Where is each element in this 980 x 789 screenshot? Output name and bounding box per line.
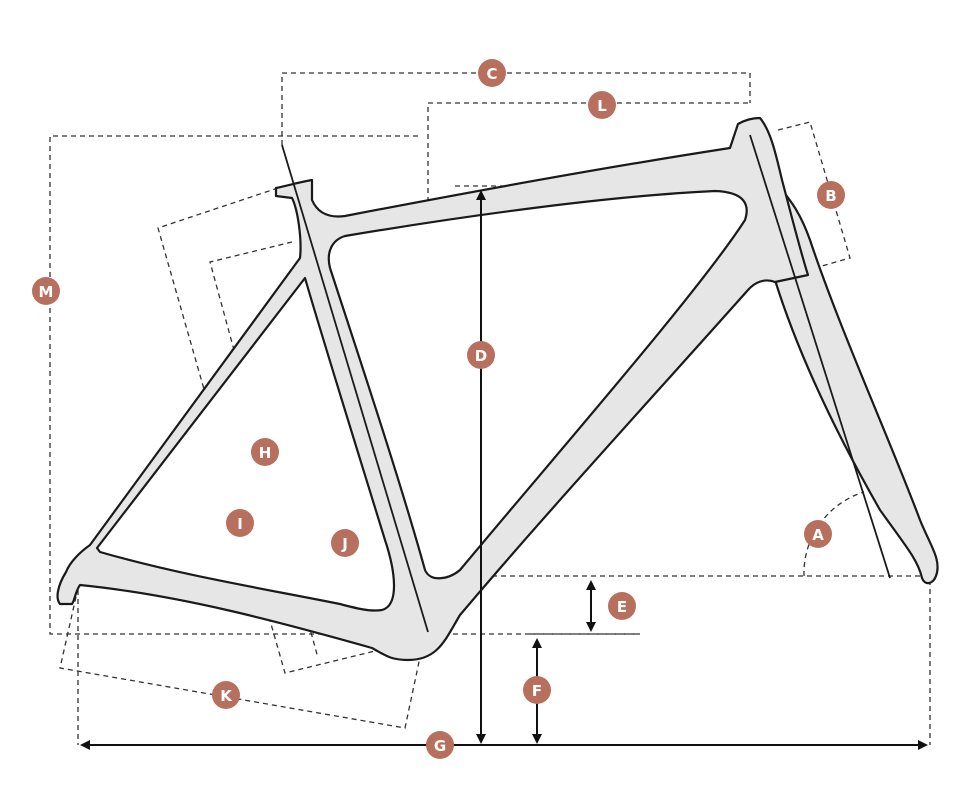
badge-f: F — [523, 676, 551, 704]
badge-k: K — [212, 681, 240, 709]
svg-text:L: L — [597, 97, 607, 115]
badge-l: L — [588, 91, 616, 119]
dim-l-line — [427, 102, 750, 580]
badge-i: I — [226, 509, 254, 537]
badge-b: B — [817, 181, 845, 209]
svg-text:F: F — [532, 682, 542, 700]
badge-a: A — [804, 520, 832, 548]
dim-h-line — [157, 187, 421, 674]
badge-h: H — [251, 438, 279, 466]
svg-text:E: E — [617, 598, 627, 616]
svg-text:A: A — [812, 526, 824, 544]
badge-c: C — [478, 59, 506, 87]
bike-frame — [56, 116, 939, 662]
label-badges: A B C D E F G H — [32, 59, 845, 759]
svg-text:B: B — [825, 187, 836, 205]
dim-c-line — [281, 72, 751, 145]
svg-text:H: H — [259, 444, 272, 462]
svg-text:J: J — [341, 535, 348, 553]
badge-d: D — [467, 341, 495, 369]
svg-text:C: C — [486, 65, 497, 83]
main-triangle-hole — [327, 189, 748, 580]
steering-axis-line — [749, 134, 891, 579]
svg-text:G: G — [434, 737, 446, 755]
badge-g: G — [426, 731, 454, 759]
badge-m: M — [32, 277, 60, 305]
badge-j: J — [331, 529, 359, 557]
svg-text:D: D — [475, 347, 487, 365]
svg-text:K: K — [220, 687, 233, 705]
badge-e: E — [608, 592, 636, 620]
rear-triangle-hole — [95, 276, 396, 612]
dim-i-line — [209, 241, 319, 659]
seat-tube-line — [281, 144, 429, 633]
svg-text:I: I — [237, 515, 243, 533]
svg-text:M: M — [39, 283, 54, 301]
dim-k-line — [59, 587, 431, 729]
